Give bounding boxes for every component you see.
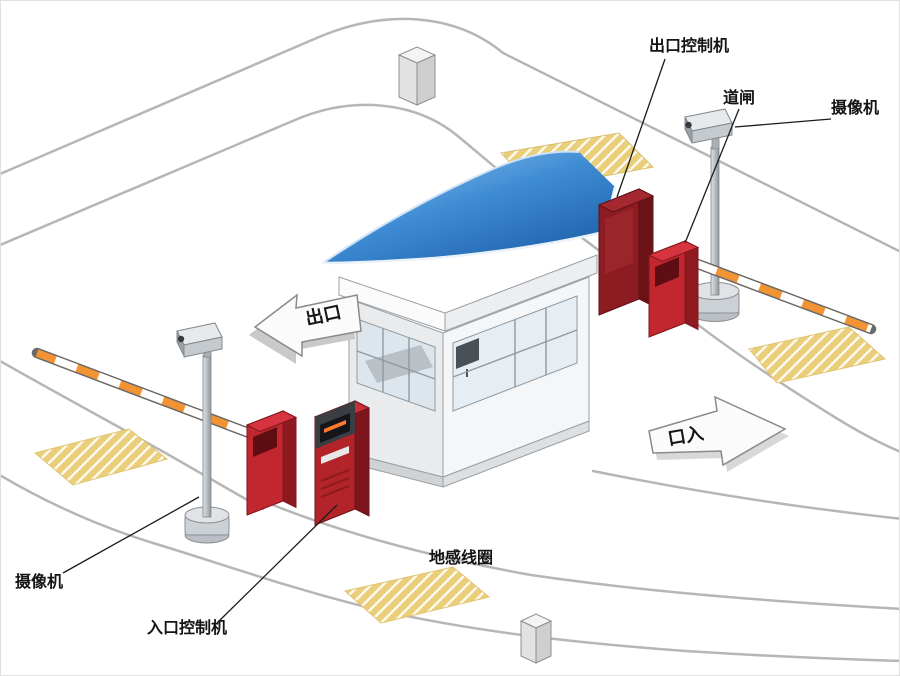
pillar-right-face bbox=[535, 620, 552, 664]
road bbox=[1, 17, 899, 663]
exit-controller-top bbox=[597, 188, 655, 213]
entry-controller-machine bbox=[313, 400, 371, 526]
leader-entry-controller bbox=[216, 504, 338, 624]
entry-controller-led bbox=[324, 420, 346, 433]
vent-line bbox=[320, 469, 350, 482]
barrier-arm-stripes bbox=[693, 259, 873, 333]
road-edge-left-inner bbox=[1, 360, 265, 511]
annotations: 出口控制机 道闸 摄像机 摄像机 入口控制机 地感线圈 bbox=[15, 36, 879, 637]
entry-controller-side bbox=[354, 400, 370, 517]
vent-line bbox=[320, 485, 350, 498]
label-entry-controller: 入口控制机 bbox=[147, 618, 227, 637]
window-sill bbox=[452, 329, 578, 378]
barrier-cabinet-panel bbox=[253, 427, 277, 457]
booth-desk bbox=[365, 345, 433, 383]
road-edge-outer-top bbox=[1, 17, 899, 253]
booth-fascia-front bbox=[444, 254, 598, 332]
exit-arrow-sign: 出口 bbox=[249, 293, 362, 364]
exit-barrier-gate bbox=[647, 240, 877, 338]
booth-roof bbox=[323, 151, 615, 263]
exit-controller-machine bbox=[597, 188, 655, 316]
road-edge-entry-lane bbox=[591, 469, 899, 520]
road-edge-bottom-inner bbox=[261, 499, 899, 611]
pillar-top bbox=[397, 46, 437, 106]
ground-coil-bottom bbox=[343, 566, 491, 624]
guard-booth bbox=[322, 150, 617, 488]
pillar-left-face bbox=[398, 54, 418, 106]
ground-coil-left bbox=[33, 428, 169, 486]
exit-controller-panel bbox=[605, 208, 633, 274]
roof-edge-bottom bbox=[322, 186, 617, 265]
exit-arrow-icon bbox=[253, 293, 362, 358]
barrier-cabinet-side bbox=[684, 240, 699, 331]
barrier-cabinet-panel bbox=[655, 257, 679, 287]
ticket-slot bbox=[321, 446, 349, 464]
roof-edge-highlight bbox=[322, 150, 580, 264]
pillar-left-face bbox=[520, 620, 537, 664]
camera-head-side bbox=[691, 122, 733, 144]
entry-arrow-sign: 口入 bbox=[648, 395, 789, 472]
camera-left bbox=[176, 322, 230, 544]
label-camera-right: 摄像机 bbox=[831, 98, 879, 117]
vent-line bbox=[320, 477, 350, 490]
window-sill bbox=[356, 350, 436, 380]
leader-exit-controller bbox=[616, 58, 666, 198]
label-camera-left: 摄像机 bbox=[15, 572, 63, 591]
barrier-arm-stripes bbox=[35, 349, 251, 437]
ground-coil-right bbox=[748, 326, 887, 384]
entry-barrier-gate bbox=[31, 347, 298, 516]
leader-camera-left bbox=[62, 496, 200, 574]
barrier-cabinet-top bbox=[245, 410, 298, 433]
leader-camera-right bbox=[734, 118, 832, 128]
label-exit-controller: 出口控制机 bbox=[649, 36, 729, 55]
camera-head-side bbox=[183, 336, 223, 358]
camera-pole bbox=[202, 354, 212, 518]
label-barrier-gate: 道闸 bbox=[723, 88, 755, 107]
pillar-bottom bbox=[519, 613, 553, 664]
pillar-right-face bbox=[416, 54, 436, 106]
label-ground-coil: 地感线圈 bbox=[429, 548, 493, 567]
ground-coils bbox=[33, 326, 887, 624]
camera-lens-icon bbox=[685, 121, 692, 129]
booth-monitor bbox=[456, 338, 479, 369]
barrier-cabinet-side bbox=[282, 410, 297, 509]
entry-arrow-icon bbox=[648, 395, 787, 467]
camera-lens-icon bbox=[177, 335, 185, 343]
barrier-cabinet-top bbox=[647, 240, 700, 263]
camera-right bbox=[684, 108, 740, 322]
leader-barrier-gate bbox=[684, 108, 740, 244]
